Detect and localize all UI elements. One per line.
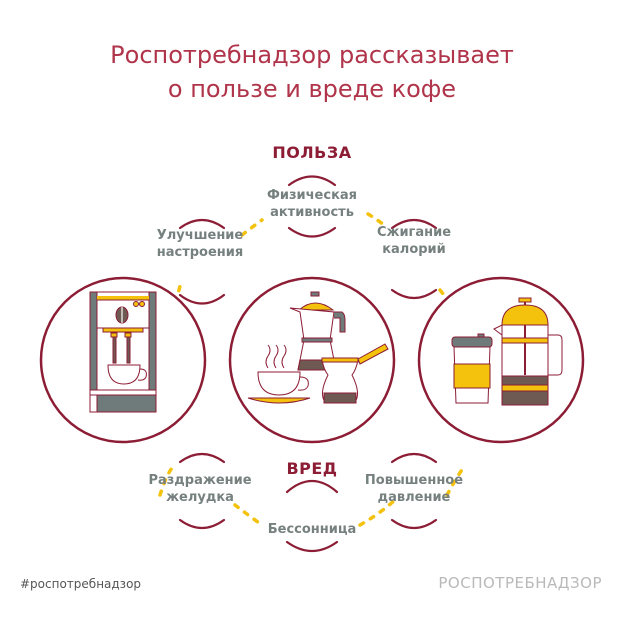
harms-heading: ВРЕД	[286, 459, 338, 478]
benefit-physical-activity: Физическая активность	[266, 188, 358, 220]
moka-pot-cezve-cup-icon	[247, 291, 389, 404]
page-title: Роспотребнадзор рассказывает о пользе и …	[0, 38, 624, 106]
label-arcs	[178, 175, 438, 553]
harm-stomach: Раздражение желудка	[148, 473, 252, 505]
benefits-heading: ПОЛЬЗА	[272, 143, 352, 162]
brand-logo-text: РОСПОТРЕБНАДЗОР	[438, 574, 602, 592]
benefit-mood: Улучшение настроения	[156, 228, 244, 260]
espresso-machine-icon	[89, 291, 157, 413]
title-line-2: о пользе и вреде кофе	[167, 75, 457, 103]
benefit-calories: Сжигание калорий	[376, 225, 452, 257]
harm-insomnia: Бессонница	[267, 522, 357, 537]
harm-blood-pressure: Повышенное давление	[364, 473, 464, 505]
takeaway-cup-french-press-icon	[451, 297, 563, 406]
title-line-1: Роспотребнадзор рассказывает	[110, 41, 514, 69]
hashtag: #роспотребнадзор	[20, 577, 142, 591]
